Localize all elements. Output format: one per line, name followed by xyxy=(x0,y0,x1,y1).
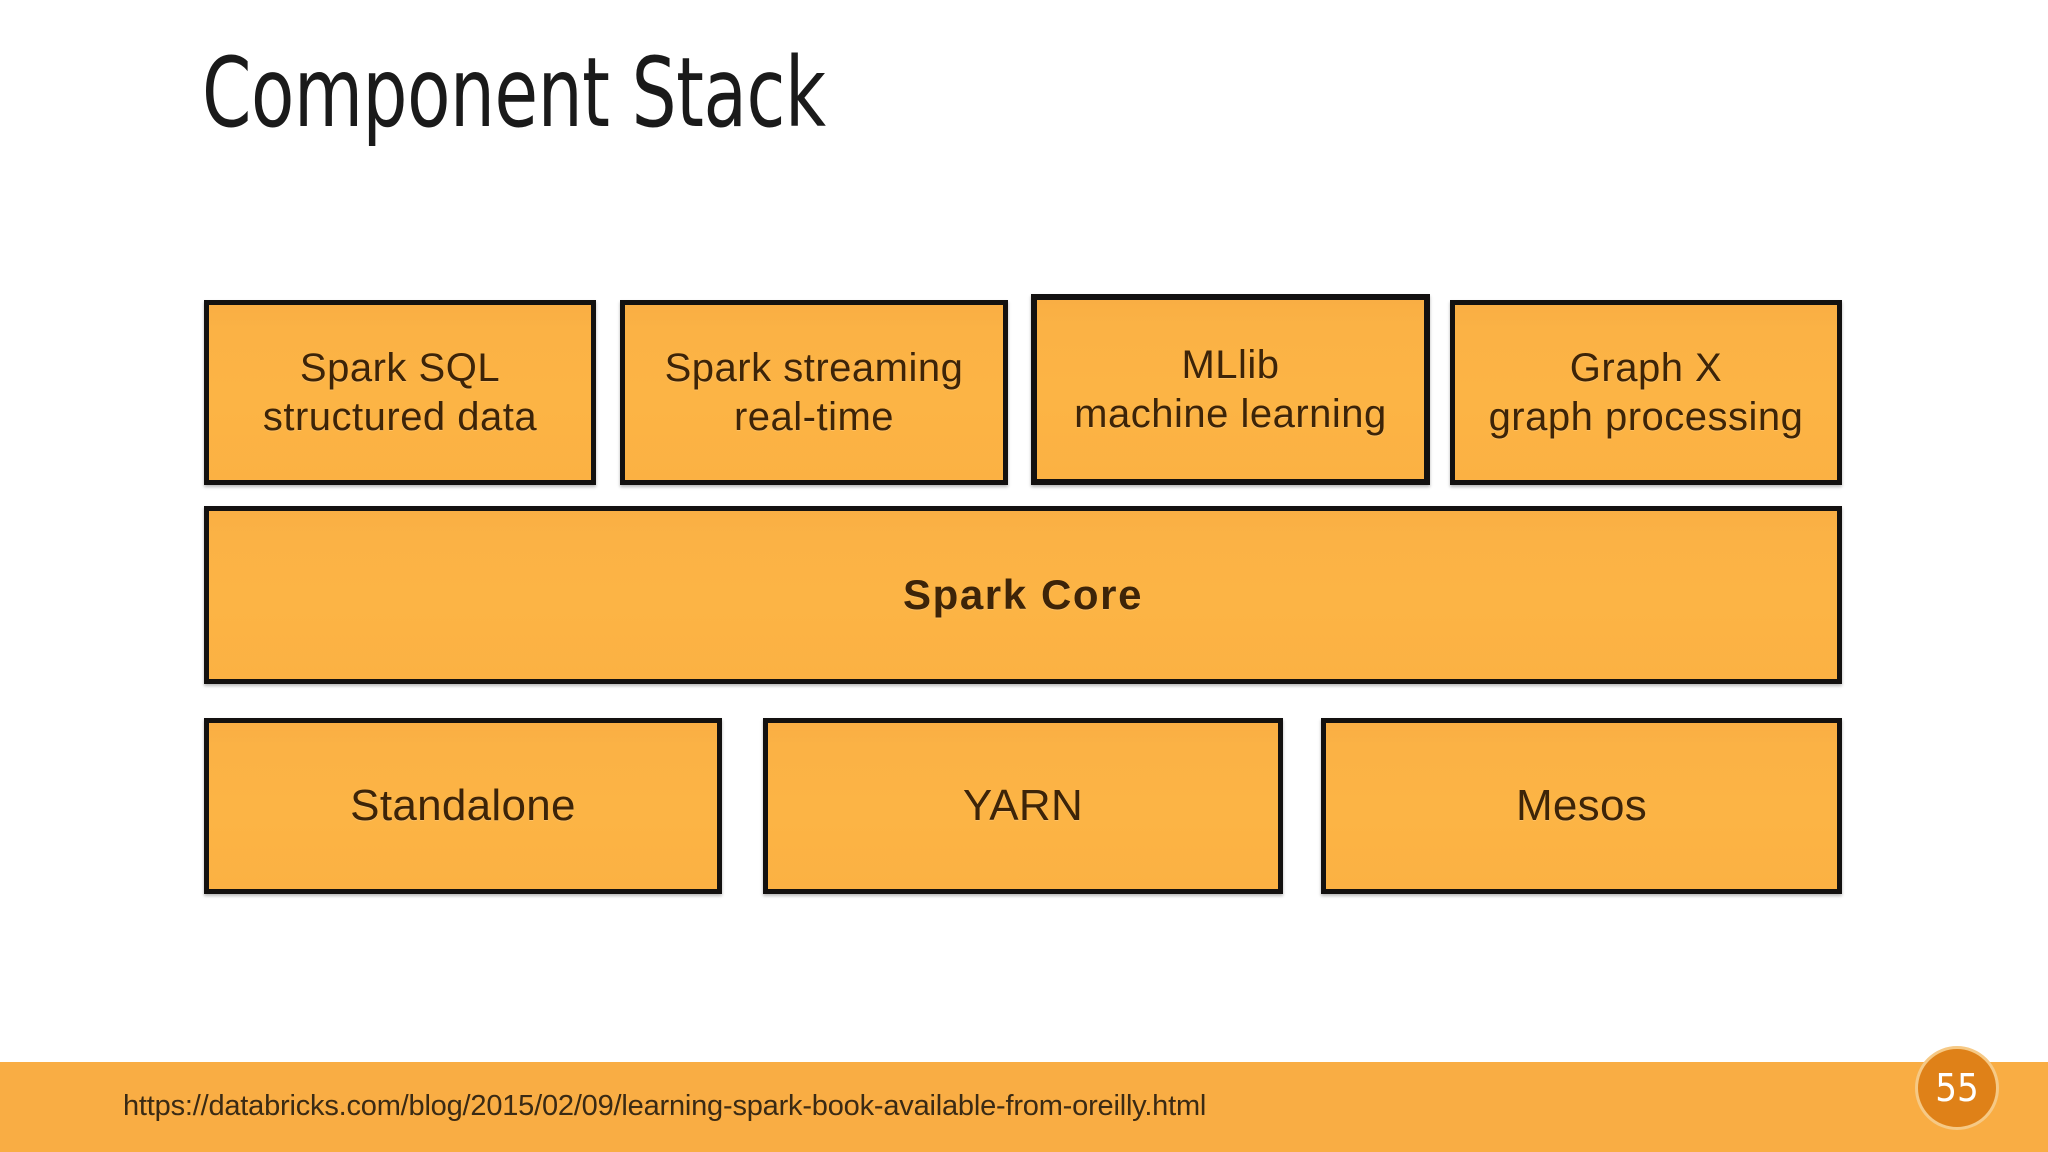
component-stack-diagram: Spark SQL structured data Spark streamin… xyxy=(204,294,1842,894)
stack-box-standalone-label: Standalone xyxy=(350,781,576,830)
source-url-text[interactable]: https://databricks.com/blog/2015/02/09/l… xyxy=(123,1090,1207,1122)
stack-box-spark-sql[interactable]: Spark SQL structured data xyxy=(204,300,596,485)
stack-box-spark-core[interactable]: Spark Core xyxy=(204,506,1842,684)
stack-box-spark-sql-line1: Spark SQL xyxy=(299,345,501,390)
stack-box-mllib-line1: MLlib xyxy=(1181,342,1280,387)
stack-box-yarn[interactable]: YARN xyxy=(763,718,1283,894)
stack-box-mesos[interactable]: Mesos xyxy=(1321,718,1842,894)
stack-box-spark-streaming-line1: Spark streaming xyxy=(664,345,964,390)
footer-band xyxy=(0,1062,2048,1152)
page-number-badge: 55 xyxy=(1915,1046,1999,1130)
stack-box-graphx-line1: Graph X xyxy=(1569,345,1723,390)
stack-box-spark-streaming[interactable]: Spark streaming real-time xyxy=(620,300,1008,485)
stack-box-mllib[interactable]: MLlib machine learning xyxy=(1031,294,1430,485)
stack-box-graphx[interactable]: Graph X graph processing xyxy=(1450,300,1842,485)
stack-box-spark-streaming-line2: real-time xyxy=(733,394,895,439)
page-title: Component Stack xyxy=(202,37,826,149)
stack-box-spark-core-label: Spark Core xyxy=(902,571,1144,618)
stack-box-mesos-label: Mesos xyxy=(1515,781,1648,830)
stack-box-standalone[interactable]: Standalone xyxy=(204,718,722,894)
stack-box-graphx-line2: graph processing xyxy=(1488,394,1804,439)
stack-box-yarn-label: YARN xyxy=(962,781,1084,830)
stack-box-mllib-line2: machine learning xyxy=(1074,391,1387,436)
stack-box-spark-sql-line2: structured data xyxy=(262,394,538,439)
